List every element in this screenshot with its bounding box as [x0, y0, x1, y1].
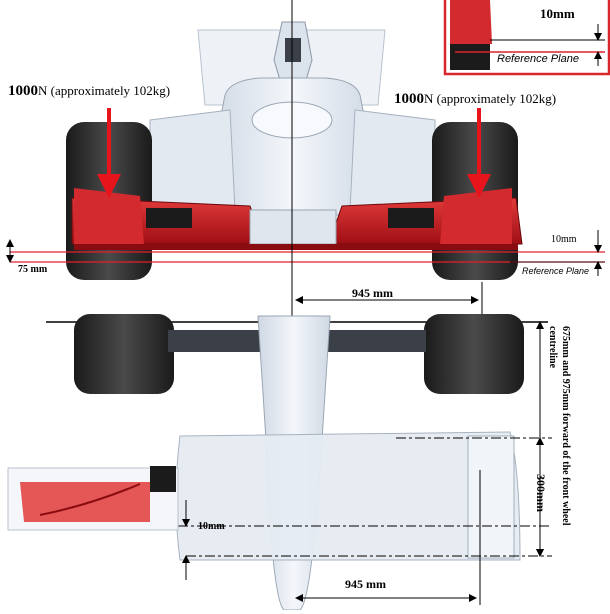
dimension-945-top — [295, 282, 483, 320]
car-plan-view — [46, 314, 548, 611]
plan-endplate — [467, 435, 515, 559]
load-arrow-left — [97, 108, 121, 198]
detail-gap-label: 10mm — [198, 521, 225, 532]
down-arrow-icon — [97, 174, 121, 198]
plan-right-tyre — [424, 314, 524, 394]
load-value-right: 1000 — [394, 91, 424, 107]
wing-lower-plane — [74, 244, 518, 250]
inset-gap-label: 10mm — [540, 6, 575, 21]
sponsor-right — [388, 208, 434, 228]
height-75-label: 75 mm — [18, 264, 48, 275]
load-arrow-right — [467, 108, 491, 198]
right-sidepod — [349, 109, 436, 211]
load-unit-right: N (approximately 102kg) — [424, 91, 557, 106]
load-label-right: 1000N (approximately 102kg) — [394, 91, 556, 108]
nose-splitter — [249, 209, 337, 245]
plan-left-tyre — [74, 314, 174, 394]
plate-length-label: 300mm — [534, 474, 548, 512]
forward-span-label: 675mm and 975mm forward of the front whe… — [547, 326, 571, 526]
front-reference-label: Reference Plane — [522, 266, 590, 276]
front-gap-label: 10mm — [551, 234, 577, 245]
reference-lines — [6, 230, 605, 276]
airbox-intake — [285, 38, 301, 62]
down-arrow-icon — [467, 174, 491, 198]
half-track-bottom-label: 945 mm — [345, 577, 386, 591]
half-track-top-label: 945 mm — [352, 286, 393, 300]
load-label-left: 1000N (approximately 102kg) — [8, 83, 170, 100]
left-sidepod — [149, 109, 236, 211]
front-wing-endplate-right — [440, 188, 512, 244]
inset-reference-detail — [443, 0, 610, 76]
side-profile-inset — [7, 466, 179, 531]
inset-reference-label: Reference Plane — [497, 53, 579, 65]
front-wing-endplate-left — [74, 188, 144, 244]
sponsor-left — [146, 208, 192, 228]
load-unit-left: N (approximately 102kg) — [38, 83, 171, 98]
plan-dimensions — [178, 321, 552, 605]
load-value-left: 1000 — [8, 83, 38, 99]
car-front-view — [66, 21, 523, 280]
